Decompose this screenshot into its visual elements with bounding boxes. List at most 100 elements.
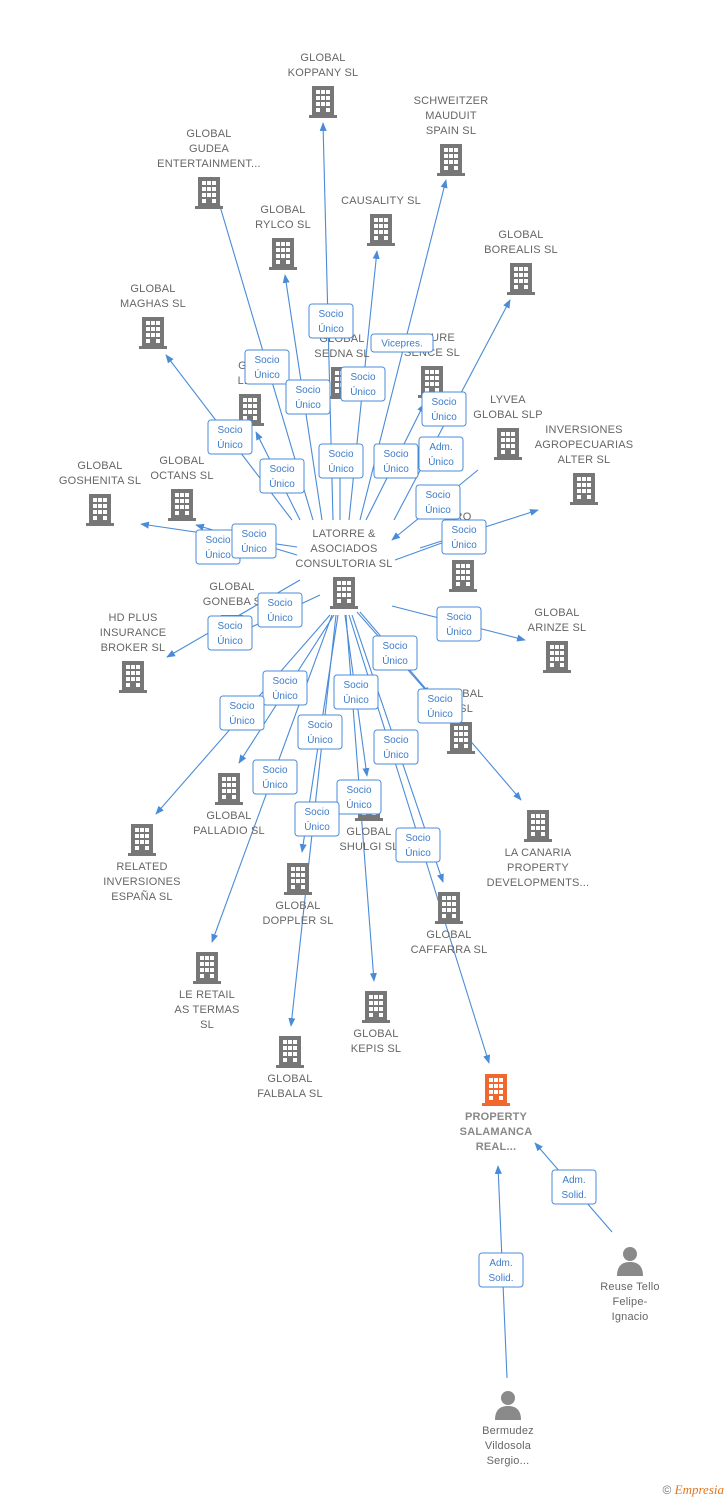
edge-label-text: Socio (304, 807, 329, 818)
edge-label-text: Socio (295, 385, 320, 396)
node-label-line: KEPIS SL (351, 1043, 402, 1055)
building-icon (435, 892, 463, 924)
brand-logo-text[interactable]: Empresia (674, 1482, 724, 1497)
building-icon (276, 1036, 304, 1068)
edge-label-box (262, 670, 308, 706)
edge-label-box (318, 443, 364, 479)
edge-label-text: Socio (262, 765, 287, 776)
edge-label-text: Socio (431, 397, 456, 408)
edge-label-box (551, 1169, 597, 1205)
node-label-line: ESPAÑA SL (111, 890, 173, 903)
edge-label-reuse-to-property[interactable]: Adm.Solid. (551, 1169, 597, 1205)
building-icon (86, 494, 114, 526)
edge-label-box (421, 391, 467, 427)
node-label-line: ASOCIADOS (310, 543, 377, 555)
building-icon (362, 991, 390, 1023)
edge-label-text: Socio (241, 529, 266, 540)
edge-label-box (259, 458, 305, 494)
edge-label-text: Único (382, 654, 408, 667)
edge-label-text: Socio (254, 355, 279, 366)
edge-label-box (231, 523, 277, 559)
node-property[interactable]: PROPERTYSALAMANCAREAL... (460, 1074, 533, 1153)
node-label-line: GONEBA S (203, 596, 261, 608)
node-label-line: GLOBAL (426, 929, 471, 941)
edge-label-latorre-to-schweitzer[interactable]: Vicepres. (370, 333, 434, 353)
edge-label-vero-to-latorre[interactable]: Adm.Único (418, 436, 464, 472)
edge-label-text: Socio (451, 525, 476, 536)
edge-label-text: Único (383, 462, 409, 475)
edge-label-text: Único (350, 385, 376, 398)
edge-label-text: Único (405, 846, 431, 859)
node-label-line: KOPPANY SL (288, 67, 359, 79)
edge-label-box (415, 484, 461, 520)
building-icon (507, 263, 535, 295)
node-label-line: Reuse Tello (600, 1281, 659, 1293)
node-lacanaria[interactable]: LA CANARIAPROPERTYDEVELOPMENTS... (487, 810, 590, 889)
node-label-line: DEVELOPMENTS... (487, 877, 590, 889)
edge-label-box (370, 333, 434, 353)
node-gudea[interactable]: GLOBALGUDEAENTERTAINMENT... (157, 128, 261, 209)
node-bermudez[interactable]: BermudezVildosolaSergio... (482, 1391, 534, 1467)
edge-label-text: Socio (328, 449, 353, 460)
node-label-line: Sergio... (487, 1455, 530, 1467)
node-causality[interactable]: CAUSALITY SL (341, 195, 421, 246)
building-icon (195, 177, 223, 209)
node-label-line: REAL... (476, 1141, 517, 1153)
edge-label-text: Socio (425, 490, 450, 501)
edge-label-text: Socio (217, 425, 242, 436)
edge-label-bermudez-to-property[interactable]: Adm.Solid. (478, 1252, 524, 1288)
edge-label-text: Socio (383, 449, 408, 460)
building-icon (269, 238, 297, 270)
